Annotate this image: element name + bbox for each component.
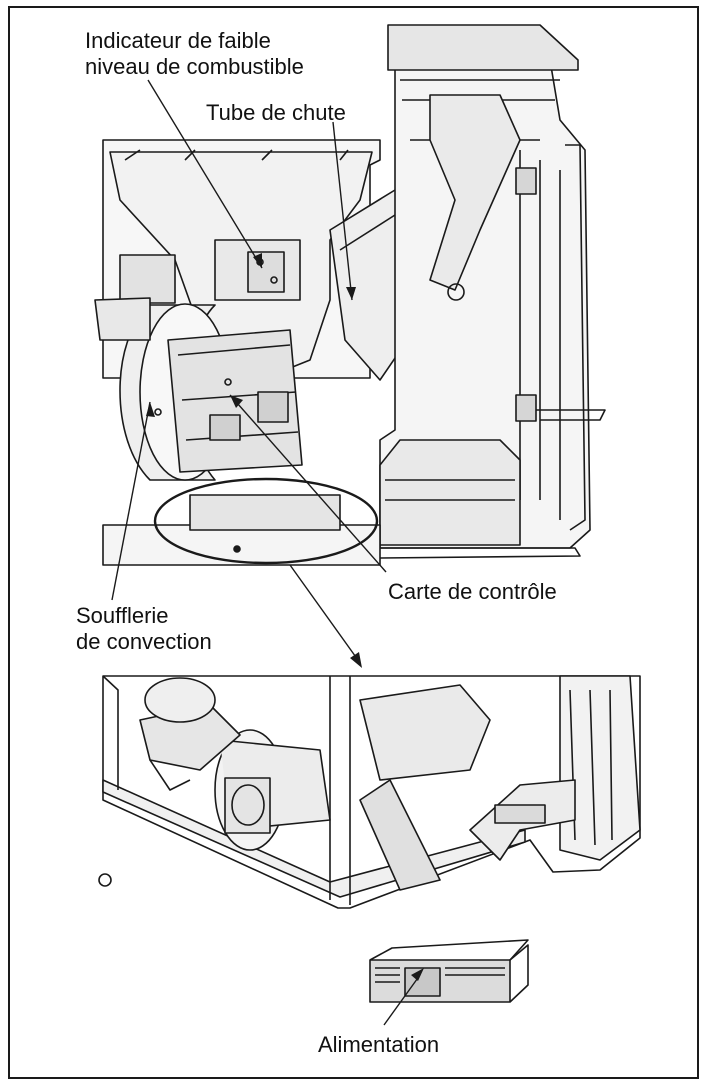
leader-blower — [111, 401, 151, 601]
convection-blower-label: Soufflerie de convection — [76, 603, 212, 654]
leader-tube — [332, 121, 353, 301]
leader-detail — [289, 564, 359, 661]
top-lid — [387, 24, 579, 71]
leader-power — [383, 974, 421, 1026]
power-supply-part — [369, 939, 529, 1003]
highlight-ellipse — [153, 477, 379, 565]
stove-detail-view — [98, 675, 641, 1003]
leader-board — [229, 394, 387, 573]
control-board-label: Carte de contrôle — [388, 579, 557, 604]
leader-fuel — [147, 79, 263, 269]
low-fuel-indicator-label: Indicateur de faible niveau de combustib… — [85, 28, 304, 79]
drop-tube-label: Tube de chute — [206, 100, 346, 125]
stove-top-view — [94, 24, 606, 566]
low-fuel-indicator-part — [247, 251, 285, 293]
leader-lines — [111, 79, 421, 1026]
base-plate — [102, 524, 381, 566]
arrowheads — [146, 253, 424, 981]
control-box — [379, 439, 521, 546]
power-supply-label: Alimentation — [318, 1032, 440, 1057]
